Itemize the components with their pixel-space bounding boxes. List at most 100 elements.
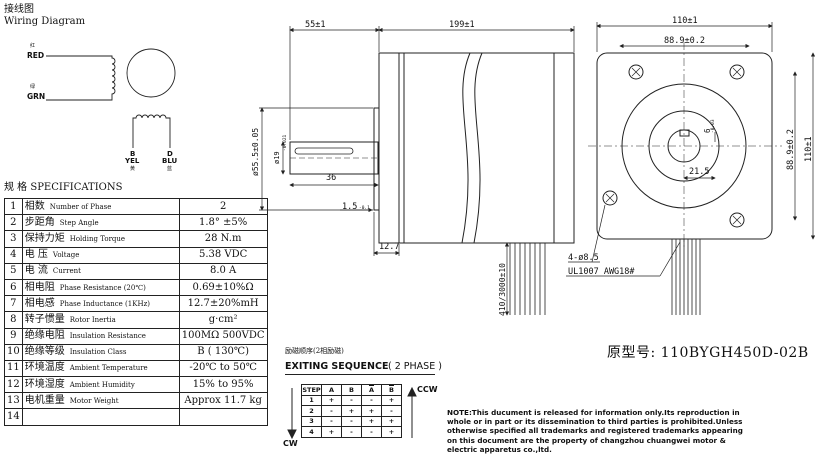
b-label: B [130,150,136,158]
dim-shaft-diameter: ø19 [273,151,281,164]
dim-flange-diameter: ø55.5±0.05 [251,127,260,176]
front-view [588,42,782,315]
spec-name-en: Holding Torque [69,234,126,243]
d-color: BLU [162,157,178,165]
ccw-label: CCW [417,385,438,394]
spec-name-cn: 电 流 [24,265,48,277]
spec-name-cn: 保持力矩 [24,232,65,244]
wiring-title-cn: 接线图 [4,4,34,15]
break-line-2 [473,52,483,244]
coil-a [46,55,116,101]
spec-name-en: Current [52,267,81,276]
dim-shaft-length: 36 [326,173,337,183]
sequence-row: 4+--+ [301,426,402,438]
grn-label: GRN [27,92,46,101]
shaft-key [294,147,354,155]
coil-b [132,114,171,148]
dim-flange-thickness-tol: -0.1 [359,206,370,211]
spec-name-cn: 相电阻 [24,281,55,293]
dim-body-length: 199±1 [449,20,475,30]
spec-name-en: Step Angle [59,218,99,227]
spec-name-cn: 环境温度 [24,362,65,374]
sequence-phase: ( 2 PHASE ) [388,361,442,372]
lead-wires-front [671,239,701,315]
spec-heading: 规 格 SPECIFICATIONS [4,182,123,193]
rotor-circle [126,48,176,98]
spec-name-cn: 相数 [24,200,45,212]
spec-value: 12.7±20%mH [178,295,268,313]
spec-name-cn: 步距角 [24,216,55,228]
spec-value: g·cm² [178,311,268,329]
dim-wire-spec: UL1007 AWG18# [568,267,635,277]
motor-body [378,52,575,244]
note-line: whole or in part or its dissemination to… [447,417,743,427]
sequence-title-cn: 励磁顺序(2相励磁) [285,347,344,355]
sequence-row: 1+--+ [301,394,402,406]
cw-arrow-head [287,429,297,440]
dim-shaft-tolerance: -0.021 [283,134,288,151]
dim-frame-height: 110±1 [804,136,814,162]
spec-name-en: Insulation Resistance [69,332,146,341]
spec-name-en: Phase Inductance (1KHz) [59,299,150,308]
dim-boss: 12.7 [379,242,400,252]
spec-name [21,408,180,426]
note-line: electric apparetus co.,ltd. [447,444,552,454]
spec-name-en: Ambient Temperature [69,364,148,373]
spec-name: 步距角 Step Angle [21,214,180,232]
red-label: RED [27,51,45,60]
spec-name-en: Rotor Inertia [69,315,116,324]
cw-label: CW [283,439,298,448]
dim-front-length: 55±1 [305,20,326,30]
dim-lead-length: 410/3000±10 [498,263,507,316]
lead-wires-side [509,243,546,315]
spec-name-cn: 相电感 [24,297,55,309]
note-line: on this document are the property of cha… [447,435,726,445]
break-line-1 [461,52,471,244]
side-dimensions [259,26,575,316]
dim-hole-pitch: 88.9±0.2 [664,36,705,46]
grn-label-cn: 绿 [30,84,36,90]
note-line: otherwise specified all trademarks and r… [447,426,743,436]
spec-name-cn: 环境湿度 [24,378,65,390]
model-number: 原型号: 110BYGH450D-02B [607,345,809,361]
front-boss [621,83,747,209]
dim-frame-width: 110±1 [672,16,698,26]
front-key [679,129,690,137]
spec-name-cn: 电 压 [24,249,48,261]
sequence-cell: + [381,426,402,438]
spec-name-en: Insulation Class [69,348,127,357]
wiring-title-en: Wiring Diagram [4,16,86,27]
spec-row: 14 [4,408,268,426]
red-label-cn: 红 [30,43,36,49]
note-line: NOTE:This ducument is released for infor… [447,408,740,417]
spec-name-cn: 电机重量 [24,394,65,406]
dim-mount-holes: 4-ø8.5 [568,253,599,263]
spec-name-cn: 绝缘电阻 [24,330,65,342]
spec-name-en: Motor Weight [69,396,119,405]
sequence-underline [285,374,435,375]
spec-name-en: Ambient Humidity [69,380,135,389]
spec-name-en: Phase Resistance (20℃) [59,283,146,292]
spec-name-en: Voltage [52,251,80,260]
sequence-arrows [287,386,417,440]
dim-flange-thickness: 1.5 [342,202,358,212]
spec-name-cn: 转子惯量 [24,313,65,325]
dim-key-depth: 21.5 [689,167,710,177]
side-view [289,52,575,315]
b-color-cn: 黄 [130,166,136,172]
sequence-title: EXITING SEQUENCE [285,361,389,372]
mount-holes [602,64,745,228]
dim-hole-pitch-vertical: 88.9±0.2 [786,129,796,170]
ccw-arrow-head [407,386,417,397]
disclaimer-note: NOTE:This ducument is released for infor… [447,408,743,454]
